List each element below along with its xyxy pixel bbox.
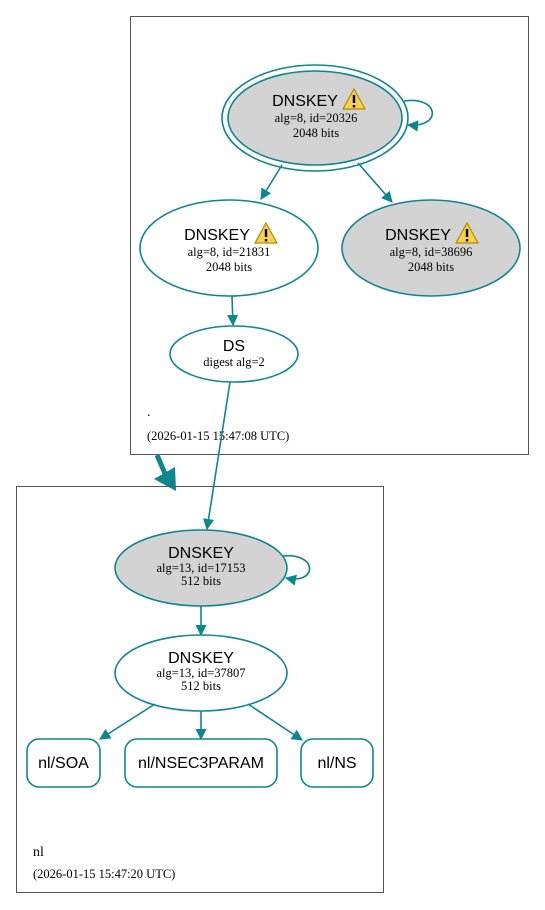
rrset-ns-label: nl/NS	[317, 755, 356, 772]
root-zone-timestamp: (2026-01-15 15:47:08 UTC)	[147, 429, 289, 443]
dnskey-21831-title: DNSKEY	[184, 227, 250, 244]
dnskey-20326-bits: 2048 bits	[293, 126, 339, 140]
dnskey-38696-bits: 2048 bits	[408, 260, 454, 274]
edge-20326-to-21831	[260, 164, 283, 200]
dnskey-17153-title: DNSKEY	[168, 545, 234, 562]
dnskey-node-21831[interactable]: DNSKEY alg=8, id=21831 2048 bits	[139, 199, 319, 297]
dnskey-21831-alg: alg=8, id=21831	[188, 245, 271, 259]
dnskey-20326-title: DNSKEY	[272, 93, 338, 110]
dnskey-37807-title: DNSKEY	[168, 650, 234, 667]
warning-icon	[341, 87, 367, 110]
dnskey-37807-alg: alg=13, id=37807	[156, 666, 245, 680]
dnskey-37807-bits: 512 bits	[181, 679, 221, 693]
nl-zone-cluster: DNSKEY alg=13, id=17153 512 bits DNSKEY …	[16, 486, 384, 893]
dnskey-node-20326[interactable]: DNSKEY alg=8, id=20326 2048 bits	[221, 64, 409, 172]
rrset-node-soa[interactable]: nl/SOA	[26, 738, 101, 788]
nl-zone-name: nl	[33, 845, 44, 860]
warning-icon	[454, 221, 480, 244]
dnskey-20326-alg: alg=8, id=20326	[275, 111, 358, 125]
rrset-node-ns[interactable]: nl/NS	[300, 738, 374, 788]
edge-ds-to-17153	[203, 381, 231, 531]
dnskey-17153-bits: 512 bits	[181, 574, 221, 588]
dnskey-node-17153[interactable]: DNSKEY alg=13, id=17153 512 bits	[114, 529, 288, 607]
dnskey-node-37807[interactable]: DNSKEY alg=13, id=37807 512 bits	[114, 634, 288, 712]
root-zone-border	[130, 16, 529, 455]
rrset-soa-label: nl/SOA	[38, 755, 89, 772]
self-signature-edge-20326	[403, 99, 434, 132]
edge-21831-to-ds	[227, 295, 239, 327]
rrset-nsec3param-label: nl/NSEC3PARAM	[138, 755, 264, 772]
ds-title: DS	[223, 338, 245, 355]
dnskey-21831-bits: 2048 bits	[206, 260, 252, 274]
nl-zone-timestamp: (2026-01-15 15:47:20 UTC)	[33, 867, 175, 881]
delegation-arrow	[154, 454, 176, 491]
warning-icon	[253, 221, 279, 244]
dnskey-node-38696[interactable]: DNSKEY alg=8, id=38696 2048 bits	[341, 199, 521, 297]
dnskey-17153-alg: alg=13, id=17153	[156, 561, 245, 575]
dnskey-38696-alg: alg=8, id=38696	[390, 245, 473, 259]
nl-zone-border	[16, 486, 384, 893]
edge-37807-to-soa	[99, 703, 156, 740]
ds-node[interactable]: DS digest alg=2	[169, 325, 299, 383]
ds-digest: digest alg=2	[203, 355, 265, 369]
rrset-node-nsec3param[interactable]: nl/NSEC3PARAM	[124, 738, 278, 788]
edge-20326-to-38696	[357, 162, 393, 203]
dnskey-38696-title: DNSKEY	[385, 227, 451, 244]
root-zone-cluster: DNSKEY alg=8, id=20326 2048 bits DNSKEY …	[130, 16, 529, 455]
root-zone-name: .	[147, 405, 151, 420]
edge-37807-to-ns	[247, 703, 303, 741]
self-signature-edge-17153	[281, 554, 311, 586]
